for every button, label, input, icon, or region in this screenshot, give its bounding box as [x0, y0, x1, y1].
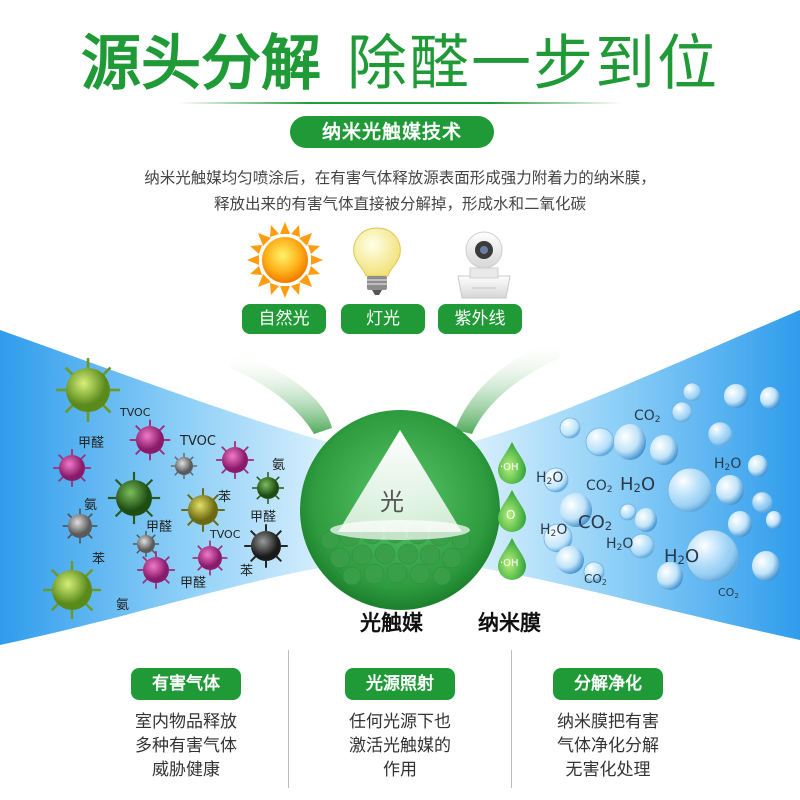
drop-o-label: O — [506, 508, 516, 522]
column-divider — [511, 650, 512, 788]
label-co2: CO2 — [584, 572, 607, 587]
virus-pink — [216, 441, 254, 479]
virus-olive — [181, 488, 225, 532]
column-line: 无害化处理 — [565, 760, 651, 780]
title-bold: 源头分解 — [81, 29, 321, 99]
label-co2: CO2 — [586, 478, 613, 495]
column-divider — [288, 650, 289, 788]
description-line-1: 纳米光触媒均匀喷涂后，在有害气体释放源表面形成强力附着力的纳米膜， — [144, 169, 656, 187]
virus-pink — [137, 551, 175, 589]
column-light-source-title: 光源照射 — [345, 668, 455, 700]
column-purification-text: 纳米膜把有害 气体净化分解 无害化处理 — [508, 710, 708, 782]
virus-pink — [193, 541, 228, 576]
photocatalyst-label: 光触媒 — [360, 611, 423, 635]
column-harmful-gas-text: 室内物品释放 多种有害气体 威胁健康 — [86, 710, 286, 782]
label-formaldehyde: 甲醛 — [78, 436, 105, 451]
virus-gray — [63, 509, 98, 544]
column-line: 室内物品释放 — [135, 712, 237, 732]
column-line: 任何光源下也 — [349, 712, 451, 732]
virus-dark-green — [108, 472, 160, 524]
label-benzene: 苯 — [218, 490, 232, 505]
virus-green-large — [43, 561, 101, 619]
virus-gray — [133, 531, 159, 557]
label-ammonia: 氨 — [84, 498, 98, 513]
label-tvoc: TVOC — [180, 434, 216, 449]
main-title: 源头分解除醛一步到位 — [0, 28, 800, 100]
source-natural-light: 自然光 — [242, 304, 326, 334]
virus-dark-green — [252, 472, 284, 504]
uv-lamp-icon — [457, 231, 511, 299]
column-harmful-gas-title: 有害气体 — [131, 668, 241, 700]
description-line-2: 释放出来的有害气体直接被分解掉，形成水和二氧化碳 — [213, 195, 586, 213]
column-purification-title: 分解净化 — [553, 668, 663, 700]
label-h2o: H2O — [540, 522, 568, 539]
virus-green-large — [56, 358, 120, 422]
sun-icon — [247, 222, 323, 298]
active-drops — [498, 442, 526, 580]
label-h2o: H2O — [606, 536, 634, 553]
label-h2o: H2O — [536, 470, 564, 487]
harmful-gas-particles — [0, 300, 310, 640]
label-co2: CO2 — [718, 586, 739, 600]
label-formaldehyde: 甲醛 — [250, 510, 277, 525]
label-ammonia: 氨 — [272, 458, 286, 473]
tech-badge: 纳米光触媒技术 — [290, 116, 494, 148]
water-bubbles — [543, 382, 782, 590]
column-line: 威胁健康 — [152, 760, 220, 780]
column-line: 纳米膜把有害 — [557, 712, 659, 732]
column-line: 作用 — [383, 760, 417, 780]
title-light: 除醛一步到位 — [347, 29, 719, 99]
label-h2o: H2O — [714, 456, 742, 473]
label-benzene: 苯 — [240, 564, 254, 579]
label-formaldehyde: 甲醛 — [146, 520, 173, 535]
label-benzene: 苯 — [92, 552, 106, 567]
label-co2: CO2 — [634, 408, 661, 425]
label-co2: CO2 — [578, 512, 613, 533]
column-line: 气体净化分解 — [557, 736, 659, 756]
title-underline — [178, 102, 622, 104]
label-formaldehyde: 甲醛 — [180, 576, 207, 591]
source-uv-light: 紫外线 — [438, 304, 522, 334]
label-h2o: H2O — [620, 474, 656, 495]
source-lamp-light: 灯光 — [341, 304, 425, 334]
virus-pink — [130, 420, 171, 461]
lightbulb-icon — [353, 227, 401, 295]
virus-black — [244, 524, 288, 568]
drop-oh-label: ·OH — [500, 462, 519, 473]
virus-pink — [53, 449, 91, 487]
column-light-source-text: 任何光源下也 激活光触媒的 作用 — [300, 710, 500, 782]
virus-gray — [171, 453, 197, 479]
drop-oh-label: ·OH — [500, 558, 519, 569]
light-glow-text: 光 — [380, 488, 404, 516]
column-line: 多种有害气体 — [135, 736, 237, 756]
label-ammonia: 氨 — [116, 598, 130, 613]
label-tvoc: TVOC — [210, 528, 241, 541]
label-tvoc: TVOC — [120, 406, 151, 419]
column-line: 激活光触媒的 — [349, 736, 451, 756]
label-h2o: H2O — [664, 546, 700, 567]
nano-film-label: 纳米膜 — [478, 611, 541, 635]
